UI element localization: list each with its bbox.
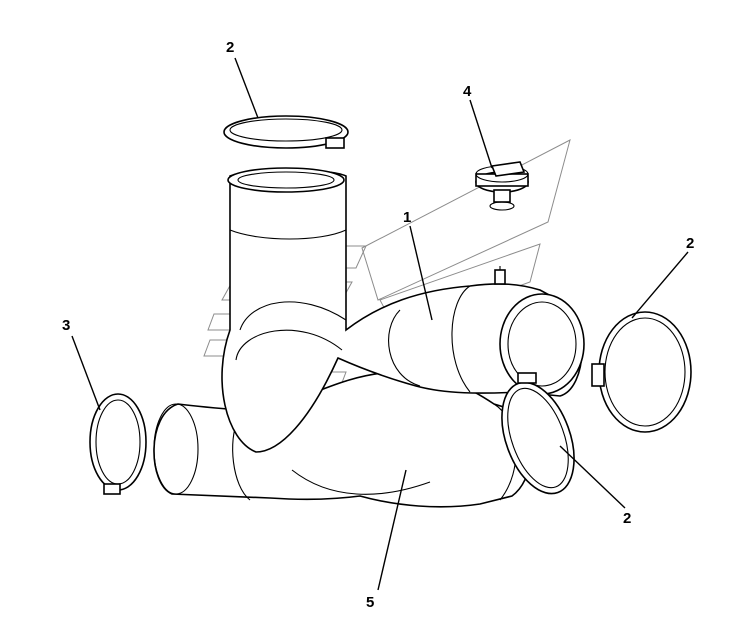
callout-5: 5 (366, 594, 374, 611)
callout-4: 4 (463, 83, 472, 100)
callout-3: 3 (62, 317, 70, 334)
hose-elbow (221, 167, 585, 453)
callout-2-right: 2 (686, 235, 694, 252)
leader-lines (71, 57, 689, 591)
callout-2-lower-right: 2 (623, 510, 631, 527)
callout-2-top: 2 (226, 39, 234, 56)
hose-clamp-top (223, 115, 349, 149)
callout-labels: 2 4 1 2 3 2 5 (62, 39, 694, 611)
callout-1: 1 (403, 209, 411, 226)
fitting-valve (475, 161, 529, 211)
hose-clamp-left (89, 393, 147, 495)
hose-clamp-lower-right (501, 372, 575, 495)
hose-clamp-right (591, 311, 692, 433)
